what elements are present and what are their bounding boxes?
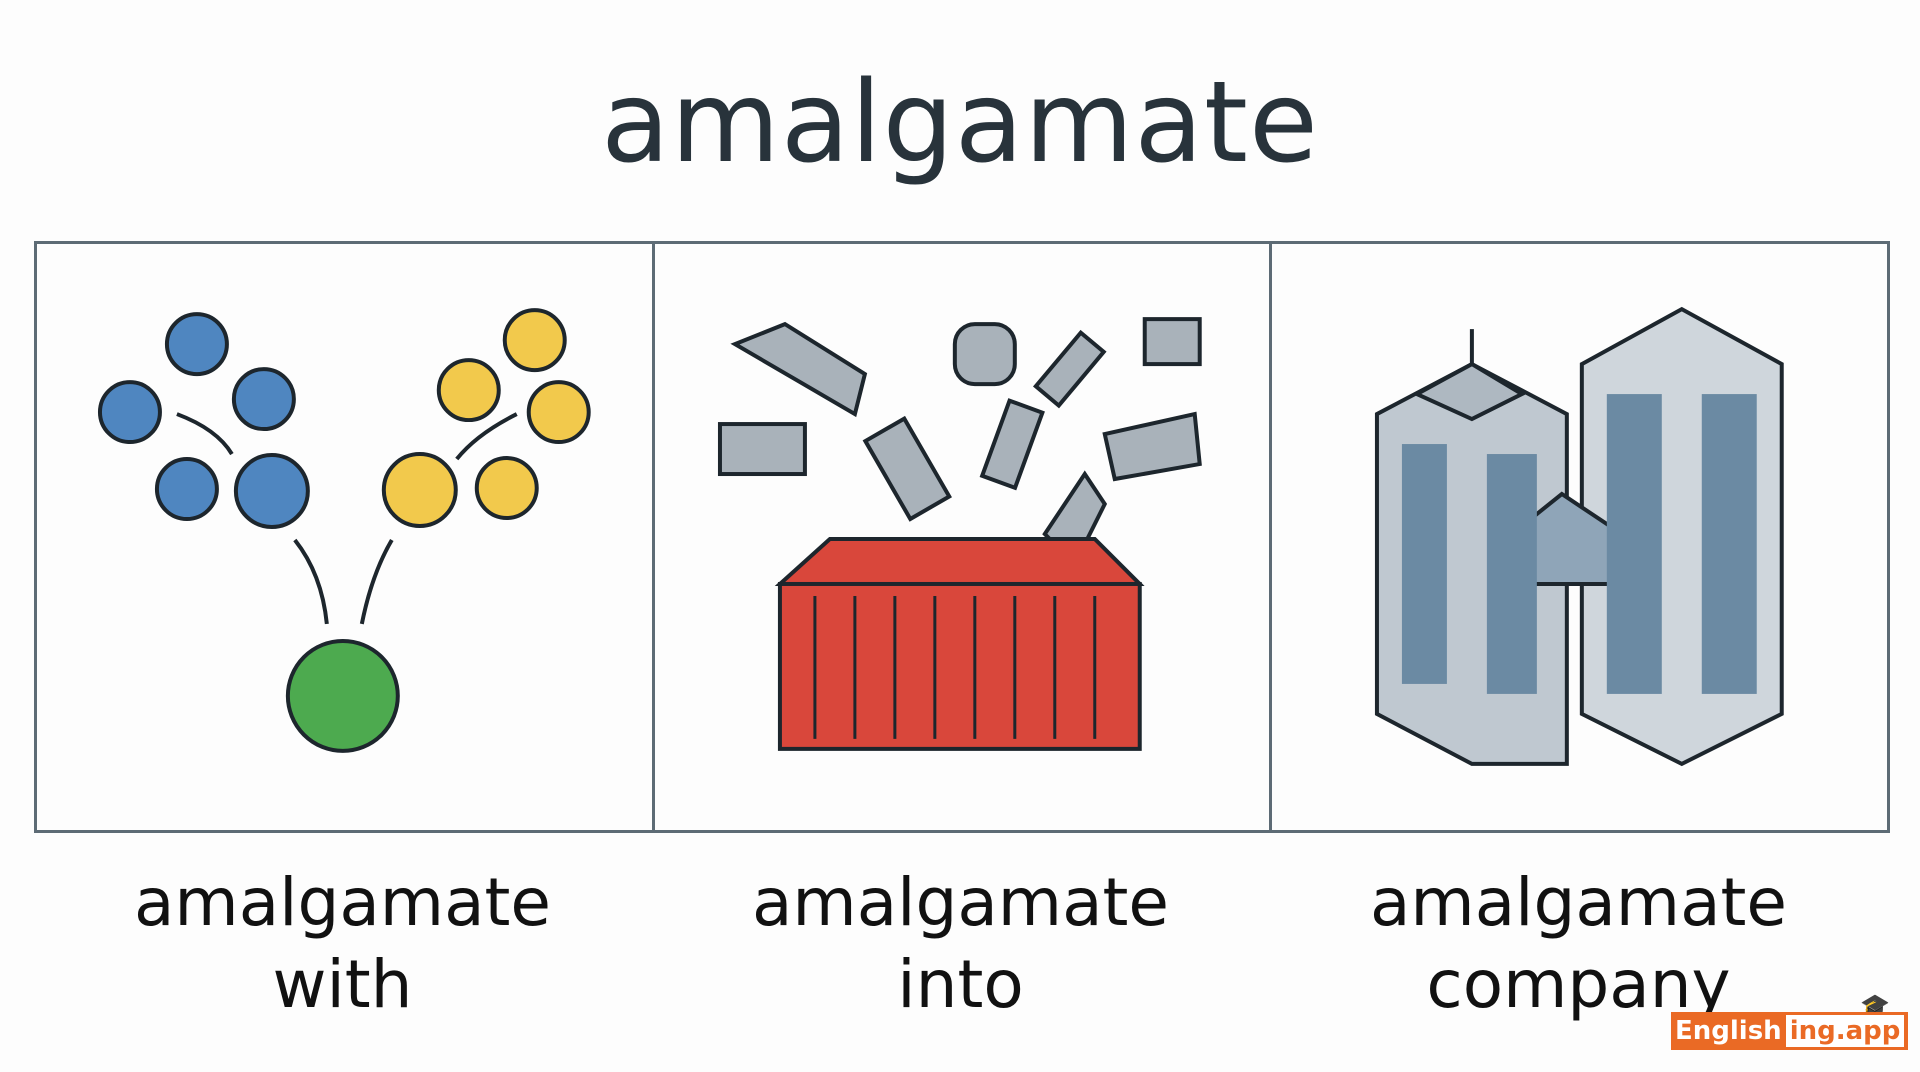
illustration-panels <box>34 241 1890 833</box>
merged-buildings-icon <box>1375 306 1785 767</box>
page-title: amalgamate <box>601 58 1319 188</box>
label-line: amalgamate <box>133 864 552 941</box>
brand-logo: English ing.app <box>1671 1012 1909 1050</box>
label-line: with <box>272 946 413 1023</box>
logo-text-2: ing.app <box>1785 1015 1905 1047</box>
logo-text-1: English <box>1675 1016 1782 1046</box>
label-with: amalgamate with <box>34 862 651 1026</box>
label-line: into <box>897 946 1024 1023</box>
label-line: amalgamate <box>1369 864 1788 941</box>
label-line: company <box>1426 946 1731 1023</box>
merging-circles-icon <box>97 308 591 753</box>
label-into: amalgamate into <box>652 862 1269 1026</box>
scrap-container-icon <box>717 317 1202 751</box>
label-line: amalgamate <box>751 864 1170 941</box>
panel-into <box>651 244 1270 830</box>
panel-company <box>1269 244 1887 830</box>
panel-with <box>37 244 652 830</box>
label-company: amalgamate company <box>1270 862 1887 1026</box>
